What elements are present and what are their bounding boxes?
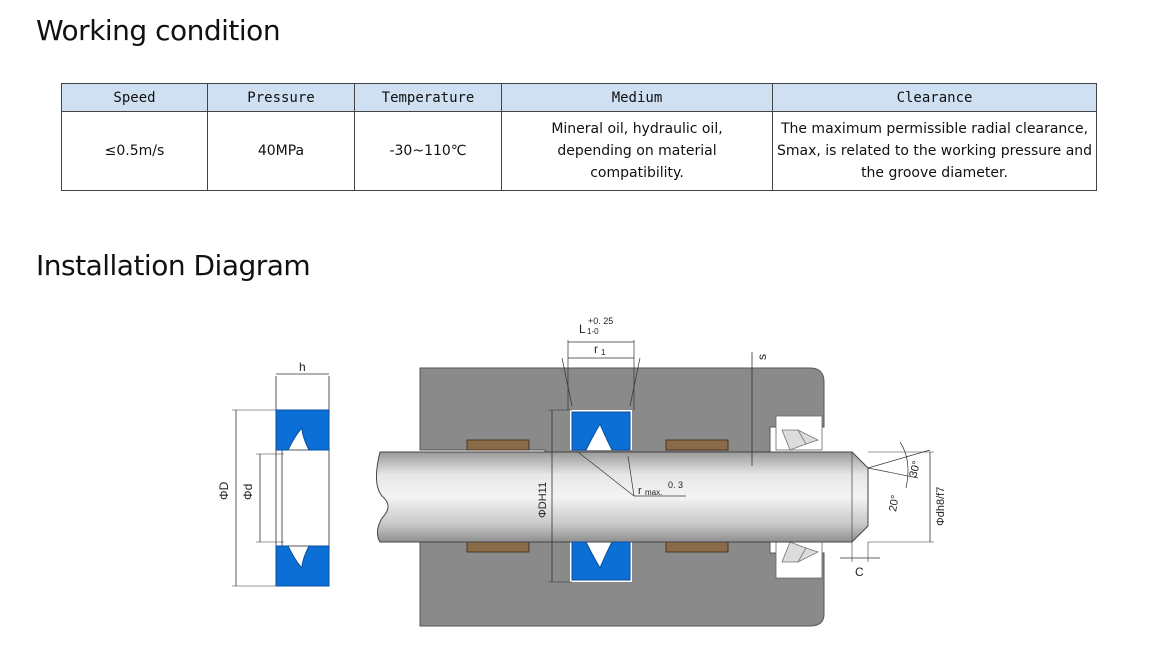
guide-ring-left-top	[466, 439, 530, 451]
table-header-row: Speed Pressure Temperature Medium Cleara…	[61, 83, 1097, 112]
label-angle-30: 30°	[907, 460, 923, 479]
assembly-drawing: +0. 25 L 1-0 r 1 s ΦDH11 r max. 0. 3 20°…	[376, 316, 947, 627]
seal-profile-drawing: h ΦD Φd	[217, 360, 330, 587]
seal-top-shape	[275, 409, 330, 451]
installation-diagram: h ΦD Φd	[217, 316, 947, 627]
guide-ring-right-top	[665, 439, 729, 451]
label-phi-DH11: ΦDH11	[537, 482, 549, 518]
label-rmax: r	[638, 485, 642, 497]
label-rmax-sub: max.	[645, 488, 662, 497]
label-c: C	[855, 565, 864, 579]
working-condition-table: Speed Pressure Temperature Medium Cleara…	[61, 83, 1097, 191]
label-phi-D: ΦD	[217, 481, 231, 500]
label-angle-20: 20°	[887, 494, 902, 512]
label-L-sub: 1-0	[587, 327, 599, 336]
header-medium: Medium	[501, 83, 773, 112]
cell-clearance: The maximum permissible radial clearance…	[772, 111, 1097, 191]
label-phi-d: Φd	[241, 484, 255, 500]
cell-pressure: 40MPa	[207, 111, 355, 191]
label-L: L	[579, 322, 586, 336]
header-speed: Speed	[61, 83, 208, 112]
label-s: s	[755, 354, 769, 360]
assembled-seal-top	[571, 411, 631, 451]
label-phi-dh8f7: Φdh8/f7	[935, 487, 947, 526]
cell-medium: Mineral oil, hydraulic oil, depending on…	[501, 111, 773, 191]
installation-diagram-title: Installation Diagram	[36, 249, 311, 282]
rod-shape	[376, 451, 869, 543]
working-condition-title: Working condition	[36, 14, 281, 47]
label-r1-sub: 1	[601, 348, 606, 357]
header-pressure: Pressure	[207, 83, 355, 112]
seal-bottom-shape	[275, 545, 330, 587]
label-L-tolerance: +0. 25	[588, 316, 613, 326]
cell-temperature: -30~110℃	[354, 111, 502, 191]
header-temperature: Temperature	[354, 83, 502, 112]
label-r1: r	[594, 342, 598, 356]
label-rmax-value: 0. 3	[668, 480, 683, 490]
assembled-seal-bottom	[571, 541, 631, 581]
cell-speed: ≤0.5m/s	[61, 111, 208, 191]
label-h: h	[299, 360, 306, 374]
header-clearance: Clearance	[772, 83, 1097, 112]
guide-ring-right-bottom	[665, 541, 729, 553]
table-row: ≤0.5m/s 40MPa -30~110℃ Mineral oil, hydr…	[61, 111, 1097, 191]
guide-ring-left-bottom	[466, 541, 530, 553]
